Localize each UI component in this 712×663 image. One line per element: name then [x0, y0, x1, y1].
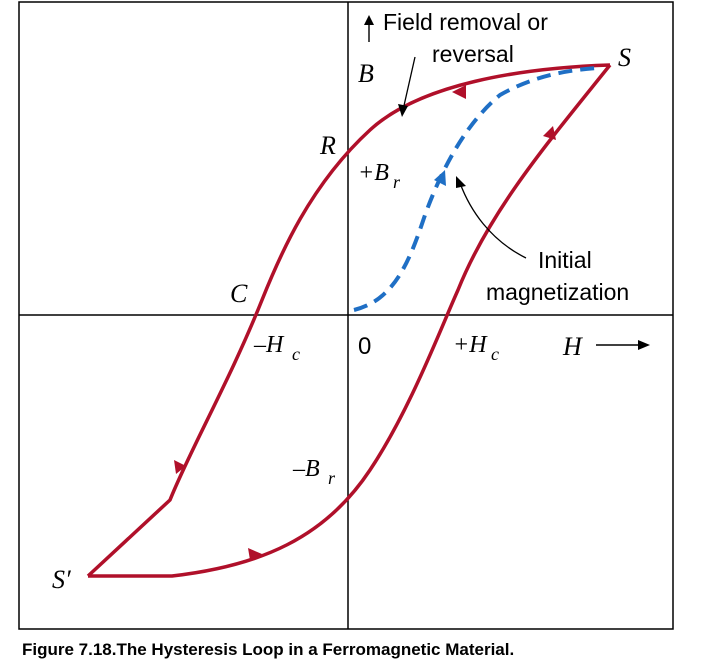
loop-arrowhead-top — [452, 85, 466, 99]
label-plus-hc-sub: c — [491, 344, 499, 364]
label-plus-br-sub: r — [393, 172, 401, 192]
label-plus-hc-main: +H — [453, 332, 488, 358]
label-s-prime: S′ — [52, 565, 71, 594]
label-r: R — [319, 131, 336, 160]
label-minus-hc-main: –H — [253, 332, 285, 358]
arrow-up-icon — [364, 15, 374, 42]
initial-pointer-head — [456, 176, 466, 188]
figure-caption: Figure 7.18.The Hysteresis Loop in a Fer… — [22, 640, 514, 659]
label-minus-br-sub: r — [328, 468, 336, 488]
initial-arrowhead — [434, 170, 446, 186]
field-removal-pointer — [402, 56, 416, 111]
label-minus-hc-sub: c — [292, 344, 300, 364]
label-origin: 0 — [358, 333, 371, 360]
arrow-right-icon — [596, 340, 650, 350]
label-plus-br: +B r — [358, 160, 401, 192]
annotation-initial-line2: magnetization — [486, 279, 629, 305]
label-minus-br: –B r — [292, 456, 336, 488]
loop-arrowhead-bottom — [248, 548, 262, 560]
label-minus-hc: –H c — [253, 332, 300, 364]
label-plus-hc: +H c — [453, 332, 499, 364]
initial-magnetization-curve — [353, 66, 598, 312]
label-c: C — [230, 279, 248, 308]
annotation-initial-line1: Initial — [538, 247, 592, 273]
label-minus-br-main: –B — [292, 456, 320, 482]
label-plus-br-main: +B — [358, 160, 389, 186]
loop-arrowhead-left — [174, 460, 186, 474]
label-h-axis: H — [562, 332, 583, 361]
loop-arrowhead-right — [543, 126, 556, 140]
annotation-field-removal-line2: reversal — [432, 41, 514, 67]
field-removal-pointer-head — [398, 104, 408, 117]
annotation-field-removal-line1: Field removal or — [383, 9, 548, 35]
loop-lower-branch — [88, 63, 612, 578]
label-b-axis: B — [358, 59, 374, 88]
label-s: S — [618, 43, 631, 72]
loop-upper-branch — [86, 63, 611, 578]
initial-pointer — [459, 182, 527, 259]
